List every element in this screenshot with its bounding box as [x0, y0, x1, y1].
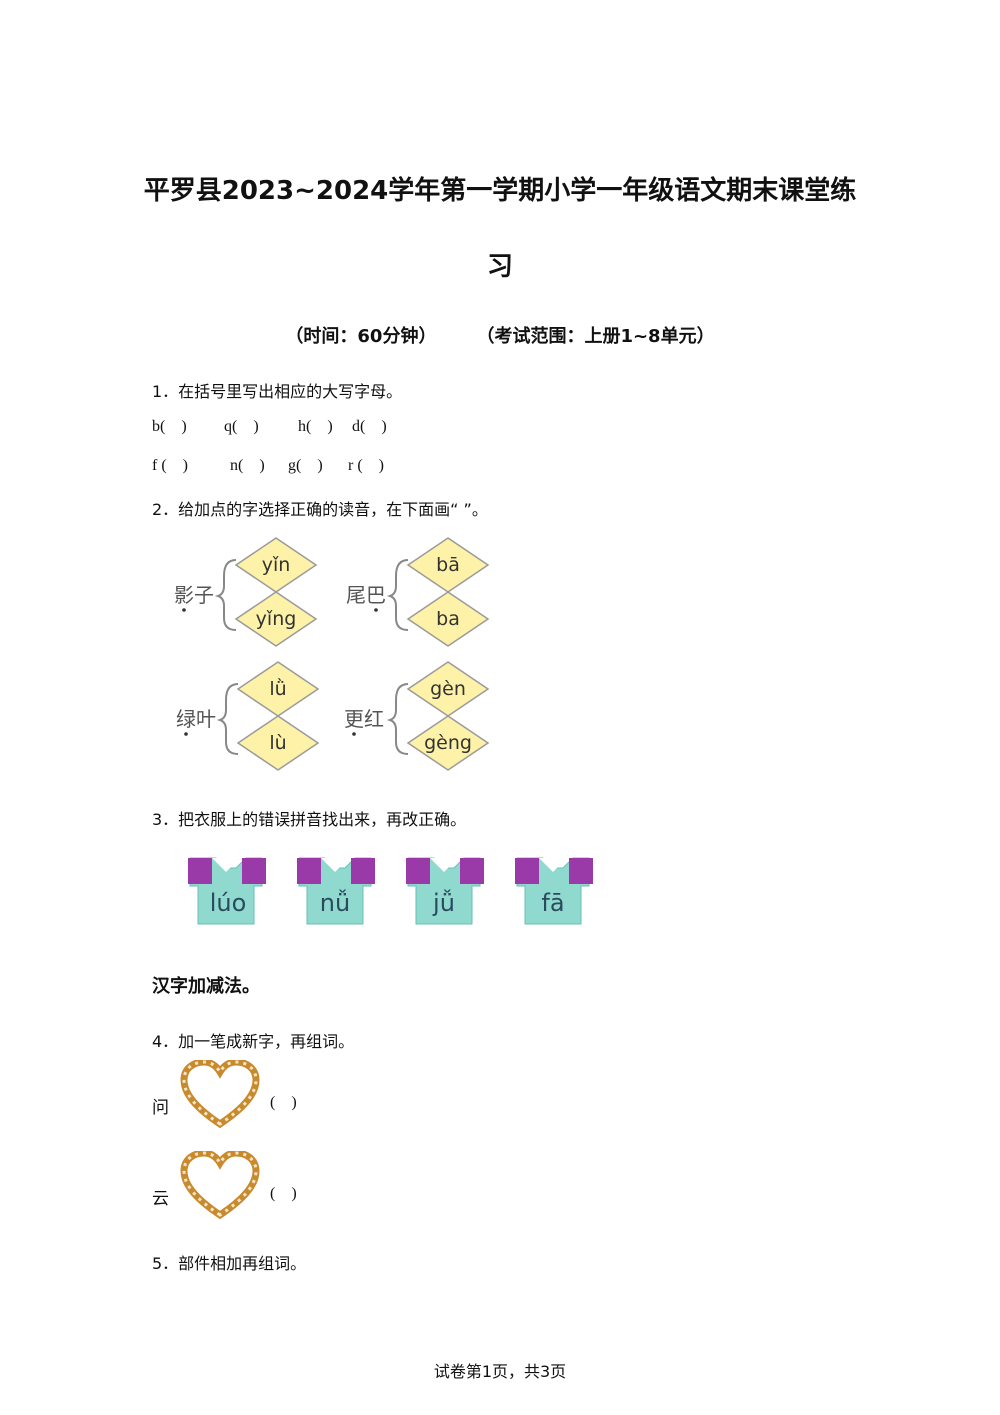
- shirt-pinyin: jǚ: [432, 888, 455, 917]
- shirt-pinyin: nǚ: [320, 888, 350, 917]
- target-word: 更红: [344, 707, 384, 731]
- question-3-prompt: 3．把衣服上的错误拼音找出来，再改正确。: [152, 810, 467, 829]
- emphasis-dot: [374, 608, 378, 612]
- exam-time: （时间：60分钟）: [285, 326, 437, 347]
- answer-blank[interactable]: ( ): [270, 1185, 297, 1202]
- option-pinyin: lù: [269, 732, 286, 754]
- option-pinyin: gèng: [424, 732, 472, 754]
- option-pinyin: yǐng: [256, 608, 297, 630]
- page-title-line1: 平罗县2023~2024学年第一学期小学一年级语文期末课堂练: [143, 176, 857, 206]
- heart-icon[interactable]: [180, 1060, 260, 1130]
- pinyin-group: 更红 gèn gèng: [344, 661, 490, 771]
- pinyin-group: 影子 yǐn yǐng: [174, 537, 318, 647]
- brace: [216, 683, 239, 755]
- question-4-prompt: 4．加一笔成新字，再组词。: [152, 1032, 355, 1051]
- option-diamond[interactable]: [406, 591, 490, 647]
- section-title: 汉字加减法。: [152, 976, 260, 997]
- shirt[interactable]: jǚ: [406, 857, 484, 925]
- option-pinyin: bā: [436, 554, 460, 576]
- letter-blank[interactable]: g( ): [288, 457, 323, 474]
- question-1-prompt: 1．在括号里写出相应的大写字母。: [152, 382, 403, 401]
- target-word: 绿叶: [176, 707, 216, 731]
- emphasis-dot: [352, 732, 356, 736]
- target-word: 影子: [174, 583, 214, 607]
- letter-blank[interactable]: r ( ): [348, 457, 384, 474]
- letter-blank[interactable]: n( ): [230, 457, 265, 474]
- question-2-prompt: 2．给加点的字选择正确的读音，在下面画“ ”。: [152, 500, 488, 519]
- letter-blank[interactable]: f ( ): [152, 457, 188, 474]
- question-5-prompt: 5．部件相加再组词。: [152, 1254, 307, 1273]
- letter-blank[interactable]: h( ): [298, 418, 333, 435]
- brace: [386, 683, 409, 755]
- pinyin-choice-figure: 影子 yǐn yǐng 尾巴 bā ba 绿叶 lǜ lù 更红 gèn gèn…: [174, 537, 490, 771]
- shirt-pinyin: fā: [541, 889, 564, 917]
- page-footer: 试卷第1页，共3页: [433, 1362, 567, 1381]
- letter-blank[interactable]: b( ): [152, 418, 187, 435]
- source-character: 云: [152, 1189, 169, 1209]
- pinyin-group: 绿叶 lǜ lù: [176, 661, 320, 771]
- emphasis-dot: [182, 608, 186, 612]
- brace: [386, 559, 409, 631]
- shirt[interactable]: lúo: [188, 857, 266, 925]
- exam-scope: （考试范围：上册1~8单元）: [476, 326, 715, 347]
- option-pinyin: yǐn: [262, 554, 291, 576]
- option-pinyin: lǜ: [269, 677, 286, 700]
- shirt-pinyin: lúo: [210, 889, 247, 917]
- brace: [214, 559, 237, 631]
- source-character: 问: [152, 1098, 169, 1118]
- shirt[interactable]: fā: [515, 857, 593, 925]
- answer-blank[interactable]: ( ): [270, 1094, 297, 1111]
- heart-icon[interactable]: [180, 1151, 260, 1221]
- option-diamond[interactable]: [406, 715, 490, 771]
- option-pinyin: gèn: [430, 678, 466, 700]
- letter-blank[interactable]: q( ): [224, 418, 259, 435]
- page-title-line2: 习: [486, 252, 513, 282]
- letter-blank[interactable]: d( ): [352, 418, 387, 435]
- exam-info: （时间：60分钟） （考试范围：上册1~8单元）: [0, 322, 1000, 348]
- option-diamond[interactable]: [236, 715, 320, 771]
- option-pinyin: ba: [436, 608, 460, 630]
- shirt[interactable]: nǚ: [297, 857, 375, 925]
- pinyin-group: 尾巴 bā ba: [346, 537, 490, 647]
- target-word: 尾巴: [346, 583, 386, 607]
- shirts-figure: lúo nǚ jǚ fā: [188, 857, 593, 925]
- emphasis-dot: [184, 732, 188, 736]
- option-diamond[interactable]: [234, 591, 318, 647]
